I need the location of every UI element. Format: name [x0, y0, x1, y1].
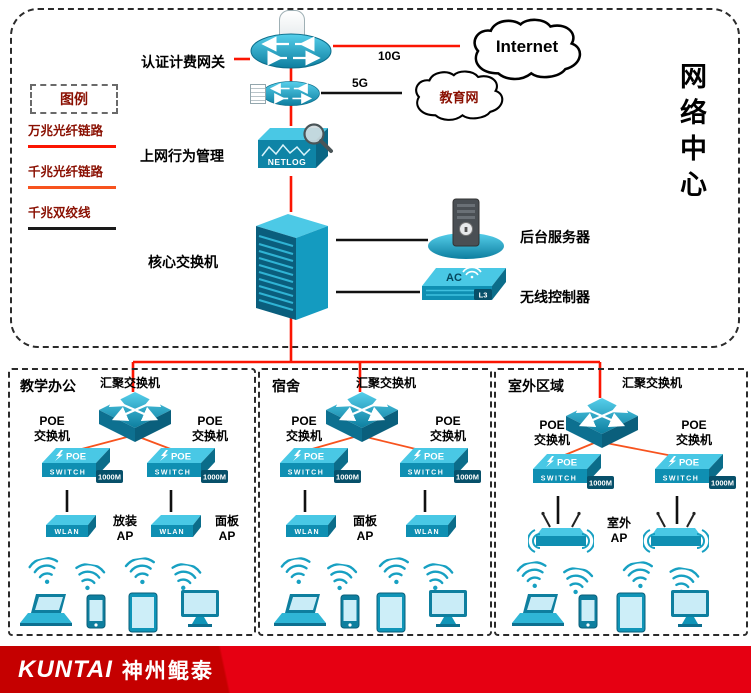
access-point-icon [44, 512, 102, 546]
poe-switch-label-right: POE 交换机 [191, 414, 228, 443]
gateway-router-icon [249, 32, 333, 70]
zone-outdoor: 室外区域 汇聚交换机 POE 交换机 POE 交换机 室外 AP [494, 368, 748, 636]
poe-switch-icon [653, 452, 737, 498]
gateway-label: 认证计费网关 [141, 54, 225, 70]
poe-switch-label-right: POE 交换机 [675, 418, 712, 447]
wireless-controller-icon: AC L3 [422, 266, 506, 300]
link-speed-5g: 5G [352, 76, 369, 90]
brand-logo-cn: 神州鲲泰 [121, 659, 214, 683]
phone-icon [578, 594, 598, 630]
phone-icon [86, 594, 106, 630]
wifi-signal-icon [620, 560, 658, 592]
wifi-signal-icon [514, 559, 552, 592]
legend-swatch-1g-fiber [28, 186, 116, 189]
ap-label-right: 面板 AP [214, 514, 239, 543]
poe-switch-icon [145, 446, 229, 492]
zone-title: 教学办公 [20, 378, 76, 394]
tablet-icon [376, 592, 406, 634]
poe-switch-icon [398, 446, 482, 492]
ac-label: AC [446, 272, 462, 284]
access-point-icon [149, 512, 207, 546]
outdoor-ap-icon [643, 510, 709, 562]
edu-label: 教育网 [439, 90, 479, 105]
laptop-icon [512, 592, 566, 630]
wifi-signal-icon [25, 555, 64, 589]
poe-switch-icon [531, 452, 615, 498]
monitor-icon [426, 588, 472, 630]
tablet-icon [128, 592, 158, 634]
agg-switch-label: 汇聚交换机 [622, 376, 683, 390]
zone-teaching-office: 教学办公 汇聚交换机 POE 交换机 POE 交换机 放装 AP 面板 AP [8, 368, 256, 636]
internet-label: Internet [495, 37, 559, 56]
laptop-icon [20, 592, 74, 630]
wifi-signal-icon [278, 555, 316, 588]
zone-title: 室外区域 [508, 378, 564, 394]
agg-switch-label: 汇聚交换机 [356, 376, 417, 390]
behavior-management-label: 上网行为管理 [140, 148, 224, 164]
network-center-title: 网络中心 [676, 62, 706, 206]
monitor-icon [178, 588, 224, 630]
access-point-icon [404, 512, 462, 546]
aggregation-switch-icon [97, 390, 173, 450]
gateway-module-icon [250, 84, 266, 104]
backend-server-icon [428, 198, 504, 259]
backend-server-label: 后台服务器 [520, 229, 590, 245]
monitor-icon [668, 588, 714, 630]
zone-dormitory: 宿舍 汇聚交换机 POE 交换机 POE 交换机 面板 AP [258, 368, 492, 636]
legend-item-1g-fiber: 千兆光纤链路 [28, 165, 104, 179]
poe-switch-label-left: POE 交换机 [285, 414, 322, 443]
tablet-icon [616, 592, 646, 634]
brand-logo: KUNTAI 神州鲲泰 [18, 655, 214, 685]
outdoor-ap-icon [528, 510, 594, 562]
footer-brand-bar: KUNTAI 神州鲲泰 [0, 646, 751, 693]
poe-switch-icon [40, 446, 124, 492]
behavior-management-device-icon: NETLOG [258, 123, 333, 168]
link-speed-10g: 10G [378, 49, 401, 63]
wireless-controller-label: 无线控制器 [520, 289, 590, 305]
wifi-signal-icon [322, 562, 360, 594]
zone-title: 宿舍 [272, 378, 300, 394]
netlog-label: NETLOG [268, 157, 306, 167]
agg-switch-label: 汇聚交换机 [100, 376, 161, 390]
brand-logo-en: KUNTAI [18, 655, 113, 683]
legend-swatch-twisted-pair [28, 227, 116, 230]
wifi-signal-icon [122, 556, 160, 588]
poe-switch-label-left: POE 交换机 [33, 414, 70, 443]
network-center-area [10, 8, 740, 348]
wifi-signal-icon [70, 562, 108, 595]
access-point-icon [284, 512, 342, 546]
poe-switch-label-right: POE 交换机 [429, 414, 466, 443]
legend-item-10g-fiber: 万兆光纤链路 [28, 124, 104, 138]
core-switch-icon [256, 214, 328, 320]
legend-swatch-10g-fiber [28, 145, 116, 148]
laptop-icon [274, 592, 328, 630]
z3-agg-poe-right [605, 442, 679, 458]
wifi-signal-icon [376, 556, 414, 588]
magnifier-icon [303, 123, 333, 153]
poe-switch-icon [278, 446, 362, 492]
ap-label-left: 面板 AP [352, 514, 377, 543]
core-switch-label: 核心交换机 [148, 254, 218, 270]
ap-label-outdoor: 室外 AP [606, 516, 631, 545]
ap-label-left: 放装 AP [112, 514, 137, 543]
phone-icon [340, 594, 360, 630]
legend-title: 图例 [30, 84, 118, 114]
billing-gateway-icon [261, 80, 321, 107]
l3-badge: L3 [479, 291, 488, 300]
poe-switch-label-left: POE 交换机 [533, 418, 570, 447]
legend-item-twisted-pair: 千兆双绞线 [28, 206, 91, 220]
